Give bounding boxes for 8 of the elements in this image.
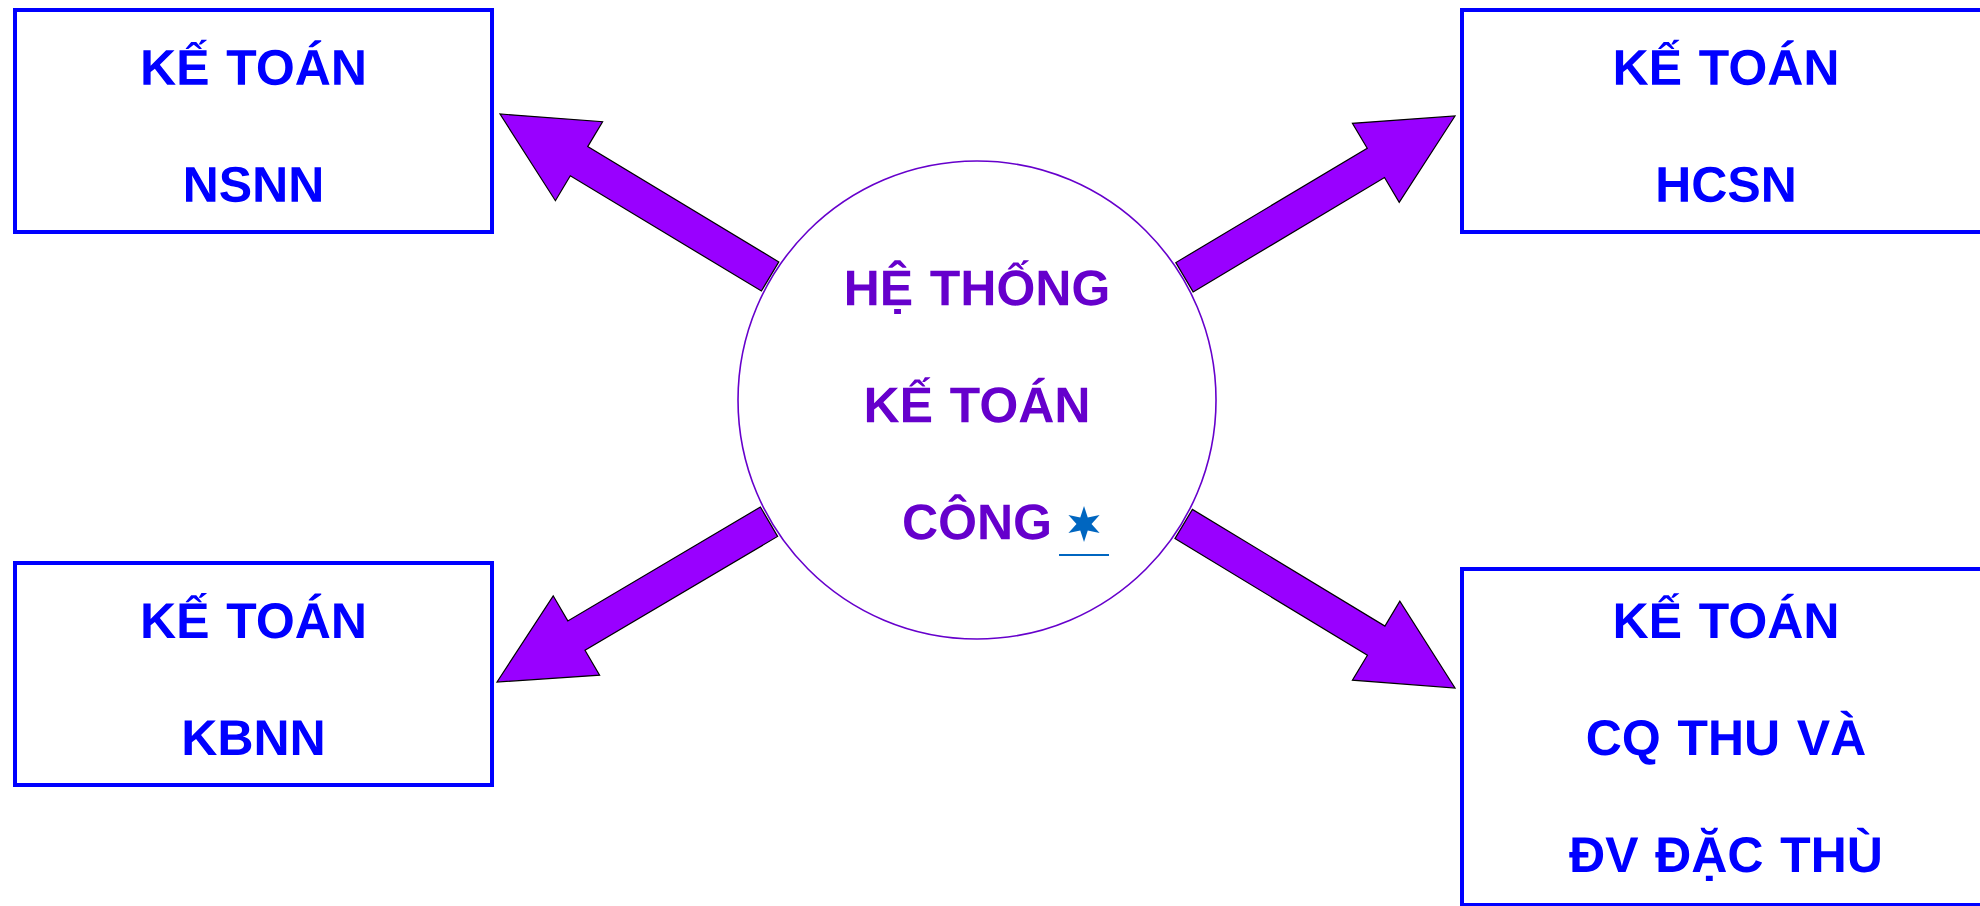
block-arrow — [1175, 115, 1457, 293]
block-arrow — [1174, 508, 1457, 689]
text-box: KẾ TOÁN NSNN — [13, 8, 494, 234]
block-arrow — [495, 506, 779, 683]
block-arrow — [498, 113, 780, 292]
text-box: KẾ TOÁN HCSN — [1460, 8, 1980, 234]
text-box: KẾ TOÁN KBNN — [13, 561, 494, 787]
text-box: KẾ TOÁN CQ THU VÀ ĐV ĐẶC THÙ — [1460, 567, 1980, 906]
